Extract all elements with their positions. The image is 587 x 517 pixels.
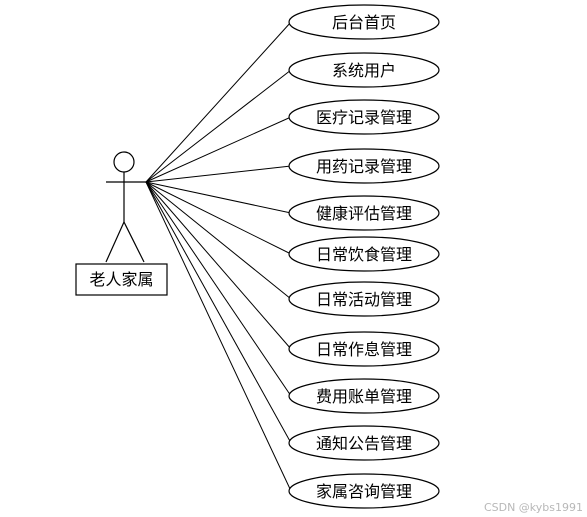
association-line (145, 181, 292, 214)
association-line (145, 181, 292, 350)
watermark: CSDN @kybs1991 (483, 501, 583, 514)
use-case-ellipse (288, 378, 440, 414)
use-case-label: 医疗记录管理 (316, 108, 412, 127)
association-line (145, 181, 292, 444)
use-case: 健康评估管理 (288, 195, 440, 231)
actor-left-leg (105, 221, 125, 263)
actor-label: 老人家属 (89, 270, 153, 289)
use-case: 通知公告管理 (288, 425, 440, 461)
use-case-ellipse (288, 425, 440, 461)
use-case-label: 家属咨询管理 (316, 482, 412, 501)
use-case-label: 日常活动管理 (316, 290, 412, 309)
use-case-label: 日常作息管理 (316, 340, 412, 359)
use-case: 日常饮食管理 (288, 236, 440, 272)
use-case-ellipse (288, 99, 440, 135)
use-case-label: 用药记录管理 (316, 157, 412, 176)
actor-figure (105, 151, 146, 263)
use-case-label: 后台首页 (332, 13, 396, 32)
actor-right-leg (123, 221, 145, 263)
use-case-ellipse (288, 52, 440, 88)
use-case-list: 后台首页系统用户医疗记录管理用药记录管理健康评估管理日常饮食管理日常活动管理日常… (288, 4, 440, 509)
use-case-label: 费用账单管理 (316, 387, 412, 406)
use-case-ellipse (288, 195, 440, 231)
use-case-ellipse (288, 148, 440, 184)
use-case: 医疗记录管理 (288, 99, 440, 135)
actor-head (113, 151, 135, 173)
use-case-label: 日常饮食管理 (316, 245, 412, 264)
association-line (145, 165, 292, 183)
use-case-label: 健康评估管理 (316, 204, 412, 223)
use-case-ellipse (288, 331, 440, 367)
use-case: 家属咨询管理 (288, 473, 440, 509)
association-line (145, 69, 292, 183)
association-line (145, 181, 292, 255)
use-case: 系统用户 (288, 52, 440, 88)
use-case-ellipse (288, 4, 440, 40)
use-case: 日常活动管理 (288, 281, 440, 317)
use-case: 日常作息管理 (288, 331, 440, 367)
use-case-ellipse (288, 473, 440, 509)
use-case: 用药记录管理 (288, 148, 440, 184)
association-lines (145, 21, 292, 492)
use-case-ellipse (288, 236, 440, 272)
actor-label-box: 老人家属 (75, 263, 168, 296)
use-case-label: 系统用户 (332, 61, 396, 80)
association-line (145, 181, 292, 397)
actor-label-border (75, 263, 168, 296)
use-case-label: 通知公告管理 (316, 434, 412, 453)
association-line (145, 181, 292, 492)
use-case-ellipse (288, 281, 440, 317)
use-case: 后台首页 (288, 4, 440, 40)
use-case: 费用账单管理 (288, 378, 440, 414)
association-line (145, 21, 292, 183)
association-line (145, 116, 292, 183)
association-line (145, 181, 292, 300)
